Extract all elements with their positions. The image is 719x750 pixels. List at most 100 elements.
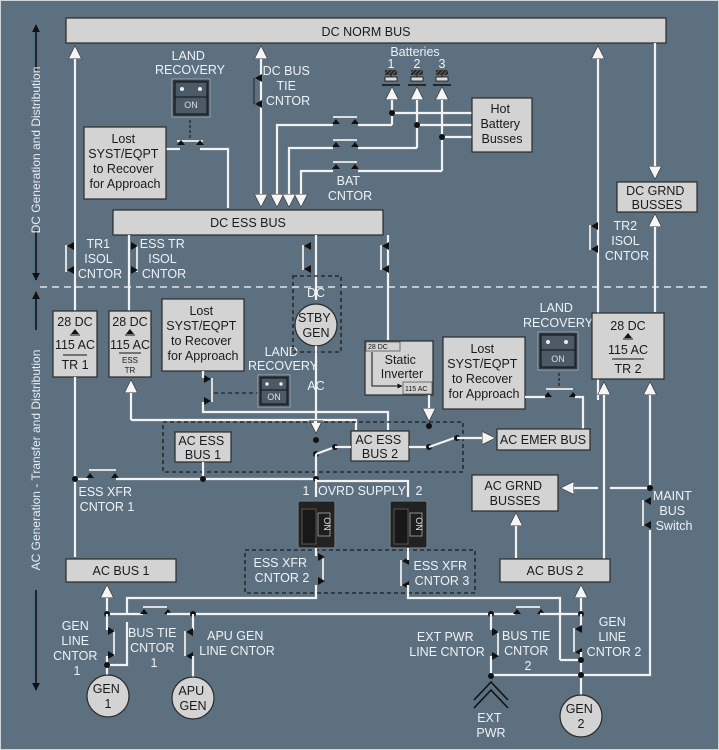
stby-gen[interactable]: STBY GEN xyxy=(294,303,338,347)
lost-syst-box-2-text: Lost SYST/EQPT to Recover for Approach xyxy=(166,304,239,363)
generator-2-label: GEN 2 xyxy=(566,702,597,731)
tr2-isol-contactor[interactable] xyxy=(589,222,598,253)
land-recovery-contactor-1[interactable] xyxy=(177,140,204,145)
lost-syst-box-2[interactable]: Lost SYST/EQPT to Recover for Approach xyxy=(161,298,245,372)
ess-xfr-cntor-1-label: ESS XFR CNTOR 1 xyxy=(79,485,136,514)
dc-ess-bus[interactable]: DC ESS BUS xyxy=(112,209,384,236)
ovrd-supply-switch-1[interactable]: ON xyxy=(297,500,336,549)
ess-xfr-cntor-2-label: ESS XFR CNTOR 2 xyxy=(254,556,311,585)
ac-grnd-busses[interactable]: AC GRND BUSSES xyxy=(471,474,559,512)
ac-bus-2-label: AC BUS 2 xyxy=(527,564,584,578)
bat-contactor-1[interactable] xyxy=(332,116,359,124)
tr1-name-label: TR 1 xyxy=(61,358,88,372)
ac-ess-bus-group xyxy=(162,421,464,473)
land-recovery-switch-2[interactable]: ON xyxy=(257,374,291,408)
ext-pwr-line-contactor[interactable] xyxy=(492,628,499,660)
dc-section-label: DC Generation and Distribution xyxy=(29,67,43,234)
ovrd-supply-switch-1-text: ON xyxy=(322,517,332,531)
stby-gen-dc-contactor[interactable] xyxy=(302,242,311,273)
static-inverter[interactable]: 28 DC Static Inverter 115 AC xyxy=(364,340,434,396)
tr2-output-label: 115 AC xyxy=(608,343,648,357)
dc-grnd-busses[interactable]: DC GRND BUSSES xyxy=(616,181,698,213)
ac-emer-bus-label: AC EMER BUS xyxy=(500,433,586,447)
static-inverter-label: Static Inverter xyxy=(381,353,423,381)
lost-syst-box-1-text: Lost SYST/EQPT to Recover for Approach xyxy=(88,132,161,191)
land-recovery-label-3: LAND RECOVERY xyxy=(523,301,594,330)
bat-cntor-label: BAT CNTOR xyxy=(328,174,372,203)
stby-gen-dc-label: DC xyxy=(307,286,325,300)
bat-contactor-3[interactable] xyxy=(332,161,359,169)
ovrd-supply-switch-2[interactable]: ON xyxy=(389,500,428,549)
lost-syst-box-1[interactable]: Lost SYST/EQPT to Recover for Approach xyxy=(83,126,167,200)
gen-line-contactor-1[interactable] xyxy=(108,627,115,659)
tr2-input-label: 28 DC xyxy=(610,319,645,333)
ext-pwr-line-cntor-label: EXT PWR LINE CNTOR xyxy=(409,630,484,659)
ext-pwr-receptacle[interactable]: EXT PWR xyxy=(473,680,509,740)
ac-section-label: AC Generation - Transfer and Distributio… xyxy=(29,350,43,571)
ess-tr-name-label-1: ESS xyxy=(122,356,138,365)
ovrd-supply-1-label: 1 xyxy=(303,484,310,498)
static-inverter-output-label: 115 AC xyxy=(405,386,427,393)
land-recovery-label-2: LAND RECOVERY xyxy=(248,345,319,373)
bus-tie-contactor-1[interactable] xyxy=(140,606,172,614)
ac-ess-bus-1-label: AC ESS BUS 1 xyxy=(178,434,227,462)
dc-bus-tie-cntor-label: DC BUS TIE CNTOR xyxy=(263,64,314,108)
apu-gen-line-contactor[interactable] xyxy=(184,628,193,660)
generator-1-label: GEN 1 xyxy=(93,682,124,711)
generator-2[interactable]: GEN 2 xyxy=(559,694,603,738)
maint-bus-switch[interactable] xyxy=(642,497,651,529)
ess-tr-transformer[interactable]: 28 DC 115 AC ESS TR xyxy=(108,310,152,378)
dc-bus-tie-contactor[interactable] xyxy=(253,74,262,108)
battery-1[interactable]: 1 xyxy=(382,57,400,86)
land-recovery-contactor-3[interactable] xyxy=(544,388,577,397)
ess-tr-isol-contactor[interactable] xyxy=(131,242,138,274)
tr1-isol-cntor-label: TR1 ISOL CNTOR xyxy=(78,237,122,281)
battery-3[interactable]: 3 xyxy=(433,57,451,86)
land-recovery-switch-3[interactable]: ON xyxy=(537,331,579,371)
apu-generator[interactable]: APU GEN xyxy=(171,676,215,720)
land-recovery-contactor-2[interactable] xyxy=(204,375,213,405)
ess-xfr-contactor-1[interactable] xyxy=(86,469,119,478)
land-recovery-switch-1-text: ON xyxy=(184,100,198,110)
static-inverter-contactor[interactable] xyxy=(380,242,389,273)
gen-line-cntor-2-label: GEN LINE CNTOR 2 xyxy=(587,615,642,659)
ext-pwr-label: EXT PWR xyxy=(476,711,505,740)
ess-xfr-contactor-2[interactable] xyxy=(318,553,325,585)
hot-battery-busses-label: Hot Battery Busses xyxy=(480,102,523,146)
tr1-output-label: 115 AC xyxy=(55,338,95,352)
ess-tr-output-label: 115 AC xyxy=(110,338,150,352)
gen-line-cntor-1-label: GEN LINE CNTOR 1 xyxy=(53,619,101,678)
battery-2-label: 2 xyxy=(414,57,421,71)
maint-bus-switch-label: MAINT BUS Switch xyxy=(653,489,695,533)
ovrd-supply-label: OVRD SUPPLY xyxy=(318,484,407,498)
dc-grnd-busses-label: DC GRND BUSSES xyxy=(626,184,688,212)
generator-1[interactable]: GEN 1 xyxy=(86,674,130,718)
tr1-isol-contactor[interactable] xyxy=(65,242,74,274)
ac-bus-1[interactable]: AC BUS 1 xyxy=(65,558,177,583)
ess-xfr-2-3-group xyxy=(244,549,476,594)
battery-2[interactable]: 2 xyxy=(408,57,426,86)
land-recovery-switch-3-text: ON xyxy=(551,354,565,364)
tr1-input-label: 28 DC xyxy=(57,315,92,329)
battery-3-label: 3 xyxy=(439,57,446,71)
ac-ess-bus-1[interactable]: AC ESS BUS 1 xyxy=(174,431,232,463)
ess-xfr-cntor-3-label: ESS XFR CNTOR 3 xyxy=(414,559,471,588)
bat-contactor-2[interactable] xyxy=(332,139,359,147)
ac-bus-2[interactable]: AC BUS 2 xyxy=(499,558,611,583)
ovrd-supply-switch-2-text: ON xyxy=(414,517,424,531)
ac-section-axis: AC Generation - Transfer and Distributio… xyxy=(29,291,43,691)
dc-section-axis: DC Generation and Distribution xyxy=(29,24,43,281)
tr1-transformer[interactable]: 28 DC 115 AC TR 1 xyxy=(52,310,98,378)
lost-syst-1-wire-b xyxy=(200,147,230,208)
land-recovery-switch-2-text: ON xyxy=(267,392,281,402)
land-recovery-switch-1[interactable]: ON xyxy=(171,78,211,118)
ac-emer-bus[interactable]: AC EMER BUS xyxy=(496,428,591,451)
hot-battery-busses[interactable]: Hot Battery Busses xyxy=(471,97,533,153)
dc-norm-bus[interactable]: DC NORM BUS xyxy=(65,17,667,44)
bus-tie-contactor-2[interactable] xyxy=(513,606,545,614)
lost-syst-box-3[interactable]: Lost SYST/EQPT to Recover for Approach xyxy=(442,336,526,410)
tr2-transformer[interactable]: 28 DC 115 AC TR 2 xyxy=(591,312,665,380)
ess-tr-isol-cntor-label: ESS TR ISOL CNTOR xyxy=(140,237,188,281)
ac-ess-bus-2[interactable]: AC ESS BUS 2 xyxy=(350,430,410,462)
